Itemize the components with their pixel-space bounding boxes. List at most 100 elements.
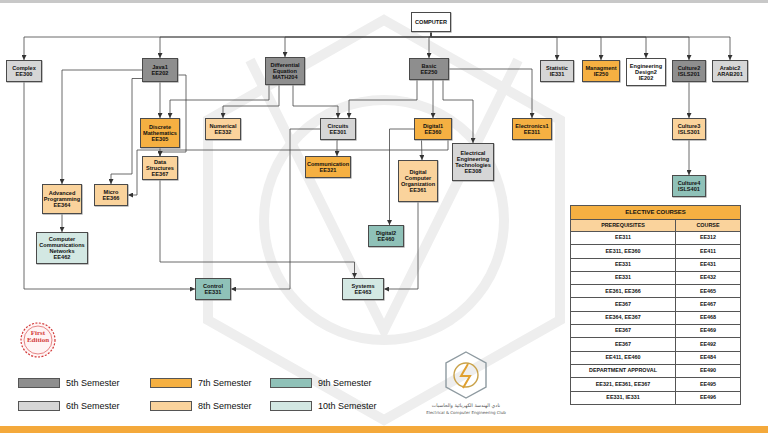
legend-text: 5th Semester	[66, 378, 120, 388]
course-name: Digital2	[376, 230, 396, 236]
course-box: BasicEE250	[409, 58, 449, 80]
table-cell: EE367	[571, 298, 676, 311]
course-name: Statistic	[546, 65, 568, 71]
course-name: Discrete Mathematics	[142, 124, 178, 136]
course-name: Computer Communications Networks	[38, 236, 86, 254]
club-logo	[446, 352, 486, 398]
table-cell: EE484	[676, 352, 741, 365]
table-cell: EE468	[676, 312, 741, 325]
legend-text: 10th Semester	[318, 401, 377, 411]
table-cell: EE361, EE366	[571, 285, 676, 298]
course-box: Engineering Design2IE202	[626, 58, 666, 86]
course-code: IE250	[594, 71, 609, 77]
course-name: Digital1	[423, 123, 443, 129]
course-code: EE311	[524, 129, 541, 135]
course-box: Data StructuresEE367	[142, 156, 178, 180]
table-header: COURSE	[676, 220, 741, 232]
course-name: Culture2	[678, 65, 701, 71]
table-cell: DEPARTMENT APPROVAL	[571, 365, 676, 378]
course-box: Advanced ProgrammingEE364	[42, 184, 82, 214]
course-box: NumericalEE332	[205, 118, 241, 140]
course-code: ISLS201	[678, 71, 700, 77]
table-cell: EE367	[571, 325, 676, 338]
course-name: Java1	[152, 64, 168, 70]
course-code: EE463	[355, 289, 372, 295]
course-box: Electrical Engineering TechnologiesEE308	[452, 143, 494, 181]
table-cell: EE490	[676, 365, 741, 378]
course-name: Micro	[104, 189, 119, 195]
prerequisite-arrow	[431, 32, 689, 60]
course-name: Digital Computer Organization	[400, 169, 436, 187]
course-name: Basic	[422, 63, 437, 69]
club-name-arabic: نادي الهندسة الكهربائية والحاسبات	[410, 403, 522, 410]
course-box: Culture4ISLS401	[672, 175, 706, 197]
course-name: Control	[203, 283, 223, 289]
course-code: ARAB201	[717, 71, 743, 77]
prerequisite-arrow	[160, 148, 161, 156]
prerequisite-arrow	[431, 32, 557, 60]
table-cell: EE364, EE367	[571, 312, 676, 325]
course-box: Digital Computer OrganizationEE361	[398, 160, 438, 202]
course-name: Systems	[351, 283, 374, 289]
prerequisite-arrow	[62, 70, 142, 184]
course-box: ControlEE331	[195, 278, 231, 300]
legend-swatch	[150, 401, 192, 411]
legend-swatch	[18, 378, 60, 388]
table-header: PREREQUISITES	[571, 220, 676, 232]
course-box: Electronics1EE311	[512, 118, 552, 140]
course-box: Arabic2ARAB201	[712, 60, 748, 82]
prerequisite-arrow	[24, 32, 431, 60]
prerequisite-arrow	[160, 32, 431, 58]
legend-text: 7th Semester	[198, 378, 252, 388]
legend-swatch	[150, 378, 192, 388]
legend-swatch	[18, 401, 60, 411]
legend-text: 8th Semester	[198, 401, 252, 411]
course-code: ISLS301	[678, 129, 700, 135]
course-box: CircuitsEE301	[320, 118, 356, 140]
table-cell: EE496	[676, 392, 741, 405]
course-code: EE301	[330, 129, 347, 135]
course-box: COMPUTER	[411, 12, 451, 32]
course-name: Managment	[585, 65, 616, 71]
course-name: COMPUTER	[415, 19, 447, 25]
prerequisite-arrow	[223, 85, 279, 118]
course-code: EE305	[152, 136, 169, 142]
prerequisite-arrow	[231, 129, 320, 289]
legend-text: 9th Semester	[318, 378, 372, 388]
prerequisite-arrow	[431, 32, 730, 60]
table-cell: EE311	[571, 232, 676, 245]
club-name-english: Electrical & Computer Engineering Club	[410, 411, 522, 417]
course-box: Differential EquationMATH204	[265, 57, 305, 85]
watermark	[208, 20, 560, 420]
course-name: Communication	[307, 161, 349, 167]
course-box: Culture3ISLS301	[672, 118, 706, 140]
course-box: Java1EE202	[142, 58, 178, 82]
prerequisite-arrow	[431, 32, 601, 60]
course-name: Complex	[12, 65, 36, 71]
course-code: EE366	[103, 195, 120, 201]
course-box: SystemsEE463	[342, 278, 384, 300]
first-edition-stamp	[21, 323, 55, 357]
prerequisite-arrow	[24, 82, 195, 289]
elective-table: ELECTIVE COURSESPREREQUISITESCOURSEEE311…	[570, 205, 741, 405]
course-name: Arabic2	[720, 65, 741, 71]
prerequisite-arrow	[431, 32, 646, 58]
bottom-band	[0, 426, 768, 433]
table-cell: EE465	[676, 285, 741, 298]
course-code: EE308	[465, 168, 482, 174]
course-code: EE367	[152, 171, 169, 177]
course-code: EE331	[205, 289, 222, 295]
course-code: EE364	[54, 202, 71, 208]
course-box: StatisticIE331	[540, 60, 574, 82]
course-name: Numerical	[209, 123, 236, 129]
table-cell: EE331, IE331	[571, 392, 676, 405]
course-code: IE202	[639, 75, 654, 81]
course-box: MicroEE366	[94, 184, 128, 206]
course-code: EE250	[421, 69, 438, 75]
prerequisite-arrow	[285, 32, 431, 57]
table-cell: EE467	[676, 298, 741, 311]
top-band	[0, 0, 768, 3]
course-box: Digital1EE360	[414, 118, 452, 140]
table-cell: EE321, EE361, EE367	[571, 378, 676, 391]
